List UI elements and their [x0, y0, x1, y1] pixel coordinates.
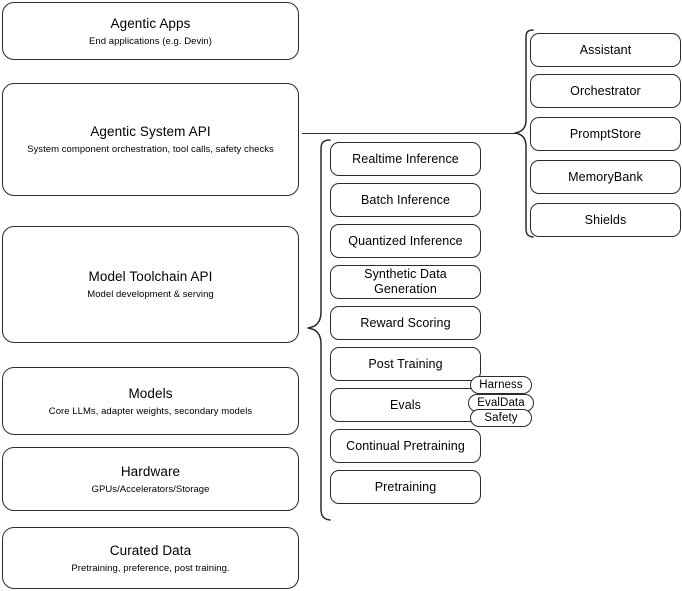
capability-box-continual-pretraining[interactable]: Continual Pretraining: [330, 429, 481, 463]
brace-toolchain: [306, 138, 332, 522]
system-component-label: MemoryBank: [568, 169, 643, 184]
layer-subtitle: GPUs/Accelerators/Storage: [91, 483, 210, 495]
layer-title: Curated Data: [109, 542, 192, 558]
system-component-box-orchestrator[interactable]: Orchestrator: [530, 74, 681, 108]
capability-label: Synthetic Data Generation: [364, 267, 447, 296]
layer-title: Hardware: [120, 463, 181, 479]
capability-label: Realtime Inference: [352, 151, 459, 166]
capability-label: Evals: [389, 397, 422, 412]
layer-title: Agentic System API: [90, 124, 211, 139]
layer-box-agentic-apps[interactable]: Agentic Apps End applications (e.g. Devi…: [2, 2, 299, 60]
layer-box-agentic-system-api[interactable]: Agentic System API System component orch…: [2, 83, 299, 196]
system-component-label: Assistant: [579, 42, 632, 57]
capability-label: Reward Scoring: [360, 315, 451, 330]
layer-box-models[interactable]: Models Core LLMs, adapter weights, secon…: [2, 367, 299, 435]
evals-badge-safety[interactable]: Safety: [470, 409, 532, 427]
capability-box-reward-scoring[interactable]: Reward Scoring: [330, 306, 481, 340]
layer-subtitle: Model development & serving: [87, 289, 214, 300]
layer-title: Model Toolchain API: [88, 269, 213, 284]
capability-box-synthetic-data-generation[interactable]: Synthetic Data Generation: [330, 265, 481, 299]
capability-box-quantized-inference[interactable]: Quantized Inference: [330, 224, 481, 258]
layer-box-hardware[interactable]: Hardware GPUs/Accelerators/Storage: [2, 447, 299, 511]
connector-line-system-api-to-components: [302, 133, 518, 135]
evals-badge-label: EvalData: [477, 396, 525, 409]
layer-box-model-toolchain-api[interactable]: Model Toolchain API Model development & …: [2, 226, 299, 343]
evals-badge-label: Safety: [484, 411, 518, 424]
system-component-label: Shields: [584, 212, 627, 227]
system-component-label: Orchestrator: [570, 83, 641, 98]
capability-label: Batch Inference: [360, 192, 451, 207]
capability-box-pretraining[interactable]: Pretraining: [330, 470, 481, 504]
layer-subtitle: Pretraining, preference, post training.: [71, 562, 230, 574]
system-component-label: PromptStore: [569, 126, 642, 141]
capability-label: Post Training: [368, 356, 443, 371]
layer-subtitle: Core LLMs, adapter weights, secondary mo…: [48, 405, 253, 417]
system-component-box-shields[interactable]: Shields: [530, 203, 681, 237]
layer-title: Agentic Apps: [110, 15, 191, 31]
system-component-box-assistant[interactable]: Assistant: [530, 33, 681, 67]
capability-label: Quantized Inference: [348, 233, 463, 248]
layer-title: Models: [128, 385, 173, 401]
capability-label: Continual Pretraining: [346, 438, 465, 453]
layer-subtitle: System component orchestration, tool cal…: [27, 144, 274, 155]
capability-box-batch-inference[interactable]: Batch Inference: [330, 183, 481, 217]
system-component-box-promptstore[interactable]: PromptStore: [530, 117, 681, 151]
brace-system-components: [513, 28, 535, 240]
system-component-box-memorybank[interactable]: MemoryBank: [530, 160, 681, 194]
capability-label: Pretraining: [374, 479, 437, 494]
layer-box-curated-data[interactable]: Curated Data Pretraining, preference, po…: [2, 527, 299, 589]
capability-box-realtime-inference[interactable]: Realtime Inference: [330, 142, 481, 176]
evals-badge-label: Harness: [479, 378, 523, 391]
capability-box-evals[interactable]: Evals: [330, 388, 481, 422]
layer-subtitle: End applications (e.g. Devin): [89, 35, 212, 47]
evals-badge-harness[interactable]: Harness: [470, 376, 532, 394]
capability-box-post-training[interactable]: Post Training: [330, 347, 481, 381]
